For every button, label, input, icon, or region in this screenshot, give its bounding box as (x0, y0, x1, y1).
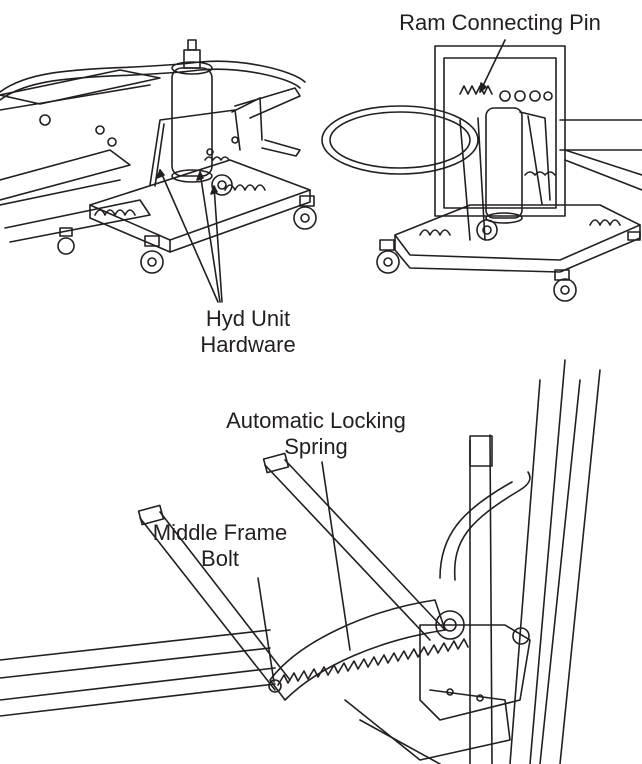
auto-spring-leader (321, 461, 351, 651)
middle-line-2: Bolt (201, 546, 239, 571)
ram-connecting-pin-label: Ram Connecting Pin (362, 10, 638, 36)
middle-line-1: Middle Frame (152, 520, 288, 545)
hyd-line-2: Hardware (200, 332, 296, 357)
ram-pin-leader (479, 39, 506, 93)
caster-wheel (140, 235, 164, 274)
caster-wheel (553, 269, 577, 302)
auto-line-2: Spring (284, 434, 348, 459)
top-left-base-view (0, 39, 317, 274)
hyd-line-1: Hyd Unit (205, 306, 291, 331)
middle-frame-bolt-label: Middle Frame Bolt (130, 520, 310, 572)
caster-wheel (376, 239, 400, 274)
bottom-leaders (257, 461, 351, 683)
automatic-locking-spring-label: Automatic Locking Spring (198, 408, 434, 460)
bottom-frame-view (0, 359, 601, 764)
caster-wheel (57, 227, 75, 255)
ram-pin-text: Ram Connecting Pin (399, 10, 601, 35)
auto-line-1: Automatic Locking (226, 408, 406, 433)
middle-bolt-leader (257, 577, 275, 683)
top-right-frame-view (321, 45, 642, 302)
caster-wheel (293, 195, 317, 230)
hyd-unit-hardware-label: Hyd Unit Hardware (178, 306, 318, 358)
caster-wheel (627, 231, 641, 241)
hyd-unit-leaders (156, 169, 223, 303)
